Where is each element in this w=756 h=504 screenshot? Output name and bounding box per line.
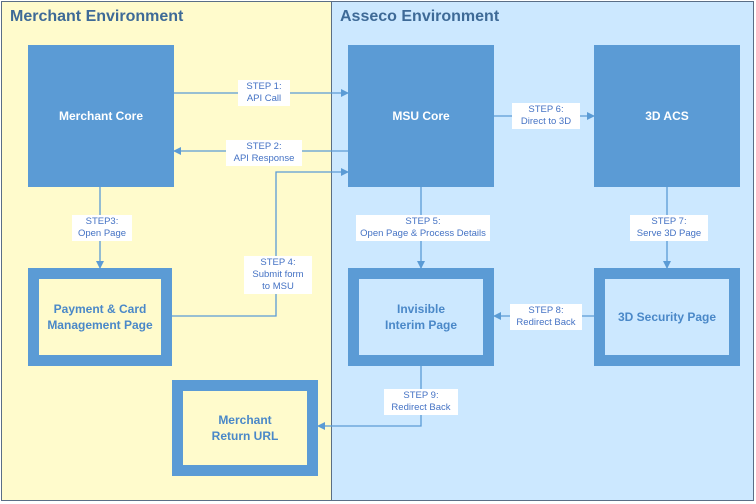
merchant-core-node: Merchant Core: [28, 45, 174, 187]
step7-label: STEP 7: Serve 3D Page: [630, 215, 708, 241]
merchant-environment-title: Merchant Environment: [10, 8, 184, 25]
3d-acs-node: 3D ACS: [594, 45, 740, 187]
step8-label: STEP 8: Redirect Back: [510, 304, 582, 330]
3d-security-page-label: 3D Security Page: [605, 279, 729, 355]
step6-label: STEP 6: Direct to 3D: [512, 103, 580, 129]
step4-label: STEP 4: Submit form to MSU: [244, 256, 312, 294]
interim-page-label: Invisible Interim Page: [359, 279, 483, 355]
step2-label: STEP 2: API Response: [226, 140, 302, 166]
step5-label: STEP 5: Open Page & Process Details: [356, 215, 490, 241]
arrow-step4: [172, 168, 349, 317]
payment-page-node: Payment & Card Management Page: [28, 268, 172, 366]
merchant-return-url-label: Merchant Return URL: [183, 391, 307, 465]
payment-page-label: Payment & Card Management Page: [39, 279, 161, 355]
asseco-environment-title: Asseco Environment: [340, 8, 500, 25]
msu-core-node: MSU Core: [348, 45, 494, 187]
merchant-return-url-node: Merchant Return URL: [172, 380, 318, 476]
step3-label: STEP3: Open Page: [72, 215, 132, 241]
interim-page-node: Invisible Interim Page: [348, 268, 494, 366]
step1-label: STEP 1: API Call: [238, 80, 290, 106]
step9-label: STEP 9: Redirect Back: [384, 389, 458, 415]
arrow-step9: [317, 366, 422, 430]
3d-security-page-node: 3D Security Page: [594, 268, 740, 366]
